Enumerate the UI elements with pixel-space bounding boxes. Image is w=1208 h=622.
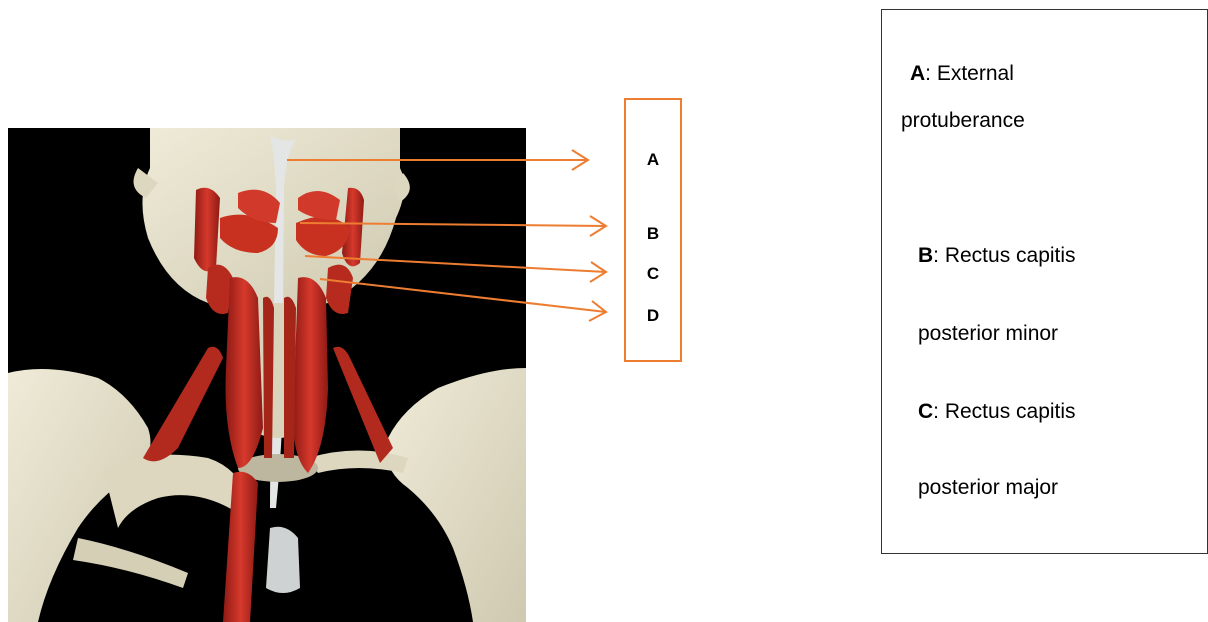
label-d: D [626,306,680,326]
legend-b-text-2: posterior minor [918,322,1058,346]
legend-a-text-1: : External [925,62,1014,85]
legend-a-key: A [910,62,925,85]
legend-box: A: External protuberance B: Rectus capit… [881,9,1208,554]
legend-b-key: B [918,244,933,267]
arrow-d [320,279,606,312]
legend-c-line-1: C: Rectus capitis [918,400,1076,424]
label-c: C [626,264,680,284]
legend-a-line-1: A: External [910,62,1014,86]
legend-c-text-1: : Rectus capitis [933,400,1075,423]
letter-label-box: A B C D [624,98,682,362]
label-b: B [626,224,680,244]
arrow-b [300,223,606,226]
arrow-c [305,256,606,272]
legend-b-line-1: B: Rectus capitis [918,244,1076,268]
legend-a-text-2: protuberance [901,109,1025,133]
legend-c-key: C [918,400,933,423]
legend-b-text-1: : Rectus capitis [933,244,1075,267]
legend-c-text-2: posterior major [918,476,1058,500]
label-a: A [626,150,680,170]
